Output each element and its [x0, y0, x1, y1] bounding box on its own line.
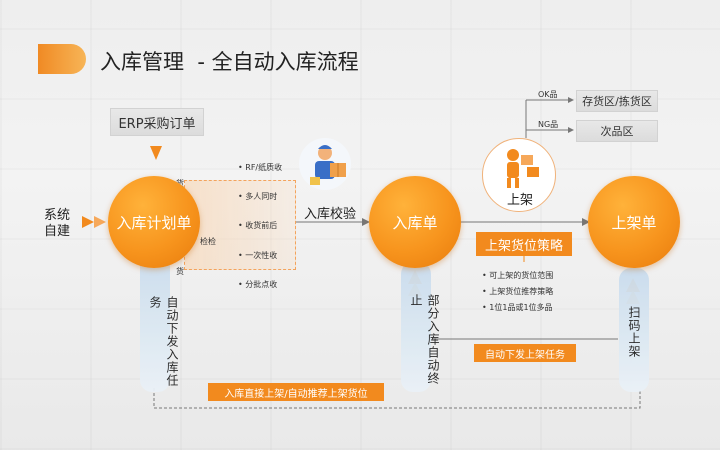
branch-ok-tag: OK品 — [538, 90, 558, 99]
branch-ok-box: 存货区/拣货区 — [576, 90, 658, 112]
node-shelving-order: 上架单 — [588, 176, 680, 268]
inspection-options-box — [184, 180, 296, 270]
shelving-icon-label: 上架 — [507, 193, 534, 208]
system-self-built-label: 系统 自建 — [44, 208, 70, 240]
system-label-line1: 系统 — [44, 208, 71, 223]
auto-shelving-task-label: 自动下发上架任务 — [485, 349, 565, 361]
inspection-option: • 多人同时 — [238, 192, 278, 201]
node-inbound-receipt-label: 入库单 — [392, 213, 438, 232]
inspection-option: • 一次性收 — [238, 251, 278, 260]
strategy-item: • 1位1品或1位多品 — [482, 303, 553, 312]
pill-left-label: 自动下发入库任务 — [148, 296, 179, 387]
title-accent-bar — [38, 44, 86, 74]
branch-ng-box-label: 次品区 — [600, 125, 634, 138]
branch-ok-box-label: 存货区/拣货区 — [582, 95, 652, 108]
inspection-option: • 分批点收 — [238, 280, 278, 289]
inbound-check-label: 入库校验 — [304, 207, 357, 222]
page-title: 入库管理 - 全自动入库流程 — [100, 50, 359, 74]
inspection-option: • 收货前后 — [238, 221, 278, 230]
inspection-worker-icon — [298, 137, 352, 191]
node-inbound-plan: 入库计划单 — [108, 176, 200, 268]
inspection-side-bottom: 货 — [176, 267, 184, 276]
forklift-worker-icon — [507, 149, 539, 188]
branch-ng-box: 次品区 — [576, 120, 658, 142]
node-inbound-receipt: 入库单 — [369, 176, 461, 268]
node-inbound-plan-label: 入库计划单 — [116, 213, 192, 232]
erp-label: ERP采购订单 — [118, 116, 196, 132]
branch-ng-tag: NG品 — [538, 120, 559, 129]
inspection-option: • RF/纸质收 — [238, 163, 283, 172]
pill-middle-label: 部分入库自动终止 — [409, 294, 440, 385]
strategy-item: • 上架货位推荐策略 — [482, 287, 554, 296]
node-shelving-order-label: 上架单 — [611, 213, 657, 232]
pill-scan-shelving: 扫码上架 — [619, 268, 649, 392]
direct-shelving-box: 入库直接上架/自动推荐上架货位 — [208, 383, 384, 401]
pill-auto-issue-inbound-task: 自动下发入库任务 — [140, 250, 179, 392]
pill-right-label: 扫码上架 — [627, 306, 641, 358]
inspection-header: 检检 — [200, 237, 216, 246]
strategy-item: • 可上架的货位范围 — [482, 271, 554, 280]
strategy-title-label: 上架货位策略 — [484, 238, 563, 254]
direct-shelving-label: 入库直接上架/自动推荐上架货位 — [224, 388, 368, 400]
system-label-line2: 自建 — [44, 224, 71, 239]
auto-shelving-task-box: 自动下发上架任务 — [474, 344, 576, 362]
pill-partial-inbound-auto-terminate: 部分入库自动终止 — [401, 262, 440, 392]
shelving-icon-circle: 上架 — [482, 138, 556, 212]
erp-purchase-order-box: ERP采购订单 — [110, 108, 204, 136]
shelving-strategy-title: 上架货位策略 — [476, 232, 572, 256]
